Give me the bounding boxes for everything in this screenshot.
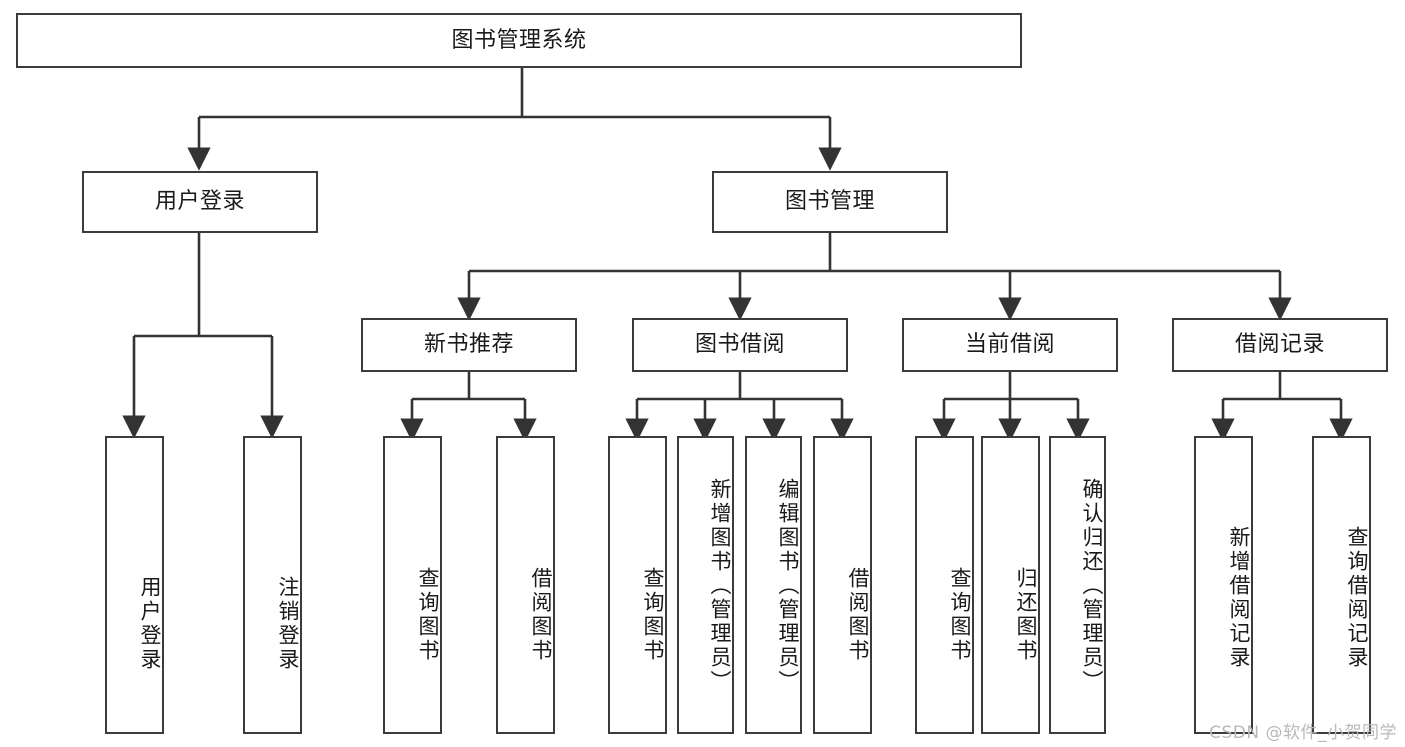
node-borrowing-record[interactable]: 借阅记录 [1172, 318, 1388, 372]
node-label: 确认归还（管理员） [1080, 478, 1104, 694]
node-book-borrowing[interactable]: 图书借阅 [632, 318, 848, 372]
leaf-record-add-borrow-record[interactable]: 新增借阅记录 [1194, 436, 1253, 734]
leaf-borrow-query-books[interactable]: 查询图书 [608, 436, 667, 734]
node-root-book-management-system[interactable]: 图书管理系统 [16, 13, 1022, 68]
node-label: 新书推荐 [423, 332, 514, 358]
node-book-management[interactable]: 图书管理 [712, 171, 948, 233]
node-label: 注销登录 [276, 576, 300, 672]
leaf-new-book-query-books[interactable]: 查询图书 [383, 436, 442, 734]
leaf-new-book-borrow-books[interactable]: 借阅图书 [496, 436, 555, 734]
node-label: 新增借阅记录 [1227, 526, 1251, 670]
node-label: 图书管理 [784, 189, 875, 215]
leaf-user-login-login[interactable]: 用户登录 [105, 436, 164, 734]
leaf-current-return-books[interactable]: 归还图书 [981, 436, 1040, 734]
node-label: 图书管理系统 [451, 27, 587, 53]
watermark-text: CSDN @软件_小贺同学 [1209, 723, 1397, 743]
node-label: 查询图书 [948, 567, 972, 663]
node-label: 用户登录 [154, 189, 245, 215]
node-current-borrowing[interactable]: 当前借阅 [902, 318, 1118, 372]
leaf-current-query-books[interactable]: 查询图书 [915, 436, 974, 734]
node-label: 当前借阅 [964, 332, 1055, 358]
node-new-book-recommendation[interactable]: 新书推荐 [361, 318, 577, 372]
node-label: 借阅图书 [529, 567, 553, 663]
node-label: 新增图书（管理员） [708, 478, 732, 694]
node-label: 查询图书 [641, 567, 665, 663]
node-label: 查询图书 [416, 567, 440, 663]
node-label: 图书借阅 [694, 332, 785, 358]
leaf-borrow-borrow-books[interactable]: 借阅图书 [813, 436, 872, 734]
leaf-borrow-edit-book-admin[interactable]: 编辑图书（管理员） [745, 436, 802, 734]
node-label: 编辑图书（管理员） [776, 478, 800, 694]
leaf-borrow-add-book-admin[interactable]: 新增图书（管理员） [677, 436, 734, 734]
leaf-user-login-logout[interactable]: 注销登录 [243, 436, 302, 734]
node-label: 用户登录 [138, 576, 162, 672]
node-user-login[interactable]: 用户登录 [82, 171, 318, 233]
node-label: 归还图书 [1014, 567, 1038, 663]
node-label: 借阅图书 [846, 567, 870, 663]
leaf-record-query-borrow-record[interactable]: 查询借阅记录 [1312, 436, 1371, 734]
node-label: 查询借阅记录 [1345, 526, 1369, 670]
node-label: 借阅记录 [1234, 332, 1325, 358]
leaf-current-confirm-return-admin[interactable]: 确认归还（管理员） [1049, 436, 1106, 734]
